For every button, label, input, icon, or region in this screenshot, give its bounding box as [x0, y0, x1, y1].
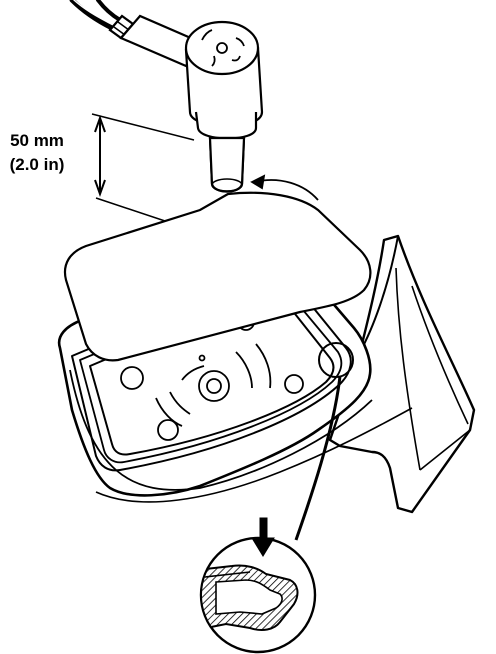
gun-collar	[194, 111, 258, 140]
vent-slots	[201, 29, 245, 67]
dimension-imperial-label: (2.0 in)	[9, 155, 65, 174]
gun-rear-cap	[184, 20, 260, 76]
door-mirror-assembly	[57, 234, 476, 514]
heat-direction-arrow	[250, 174, 319, 201]
down-arrow-icon	[251, 517, 275, 557]
rim-cross-section-detail	[199, 536, 317, 654]
detail-callout-leader	[294, 342, 354, 541]
mirror-mount-bracket	[328, 234, 476, 514]
dimension-metric-label: 50 mm	[10, 131, 64, 150]
power-cord	[69, 0, 122, 31]
mirror-glass	[63, 191, 372, 362]
